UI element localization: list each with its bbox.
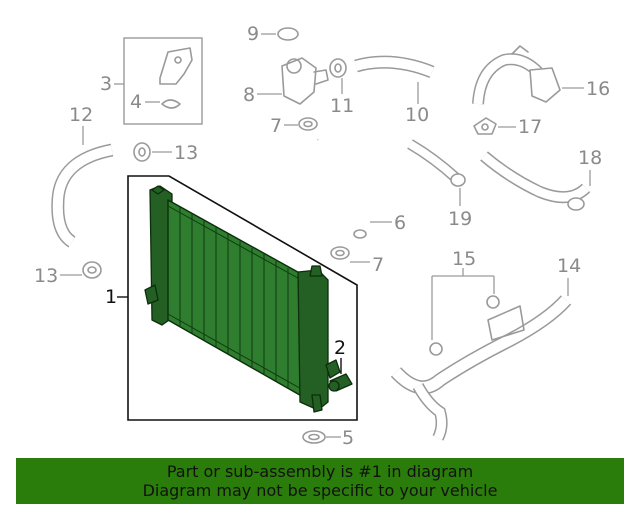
clamp-part-7b[interactable] [330,246,350,260]
pipe-assembly-part-14[interactable] [390,295,572,441]
callout-2: 2 [334,337,346,359]
callout-4: 4 [130,91,142,113]
gasket-part-17[interactable] [473,117,497,135]
water-outlet-part-16[interactable] [472,45,561,105]
callout-7a: 7 [270,115,282,137]
hose-part-18[interactable] [480,151,591,211]
radiator-part-1[interactable] [144,185,341,413]
orings-part-15 [431,268,495,340]
callout-13b: 13 [34,265,58,287]
callout-16: 16 [586,78,610,100]
callout-14: 14 [557,255,581,277]
callout-15: 15 [452,248,476,270]
callout-9: 9 [247,23,259,45]
callout-8: 8 [243,84,255,106]
callout-6: 6 [394,212,406,234]
parts-diagram: 1 2 3 4 5 6 7 7 [34,23,610,449]
callout-10: 10 [405,104,429,126]
callout-17: 17 [518,116,542,138]
callout-7b: 7 [372,254,384,276]
callout-13a: 13 [174,142,198,164]
clamp-part-11[interactable] [329,58,347,78]
bracket-box-3 [123,37,203,125]
callout-1: 1 [105,286,117,308]
hose-part-10[interactable] [354,55,435,79]
thermostat-housing-part-8[interactable] [281,57,329,105]
grommet-part-5[interactable] [302,430,326,444]
clamp-part-13b[interactable] [82,261,102,279]
callout-5: 5 [342,427,354,449]
cap-part-9[interactable] [277,27,299,41]
callout-19: 19 [448,208,472,230]
callout-18: 18 [578,147,602,169]
drain-plug-part-2[interactable] [328,373,353,392]
radiator-assembly-box [127,175,358,421]
callout-11: 11 [330,95,354,117]
callout-3: 3 [100,73,112,95]
hose-part-6[interactable] [314,137,367,239]
hose-part-12[interactable] [51,143,114,248]
banner-line-1: Part or sub-assembly is #1 in diagram [166,462,474,481]
clamp-part-13a[interactable] [133,142,151,162]
banner-line-2: Diagram may not be specific to your vehi… [142,481,498,500]
hose-part-19[interactable] [407,139,466,187]
info-banner: Part or sub-assembly is #1 in diagram Di… [16,458,624,504]
clamp-part-7a[interactable] [298,117,318,131]
callout-12: 12 [69,104,93,126]
